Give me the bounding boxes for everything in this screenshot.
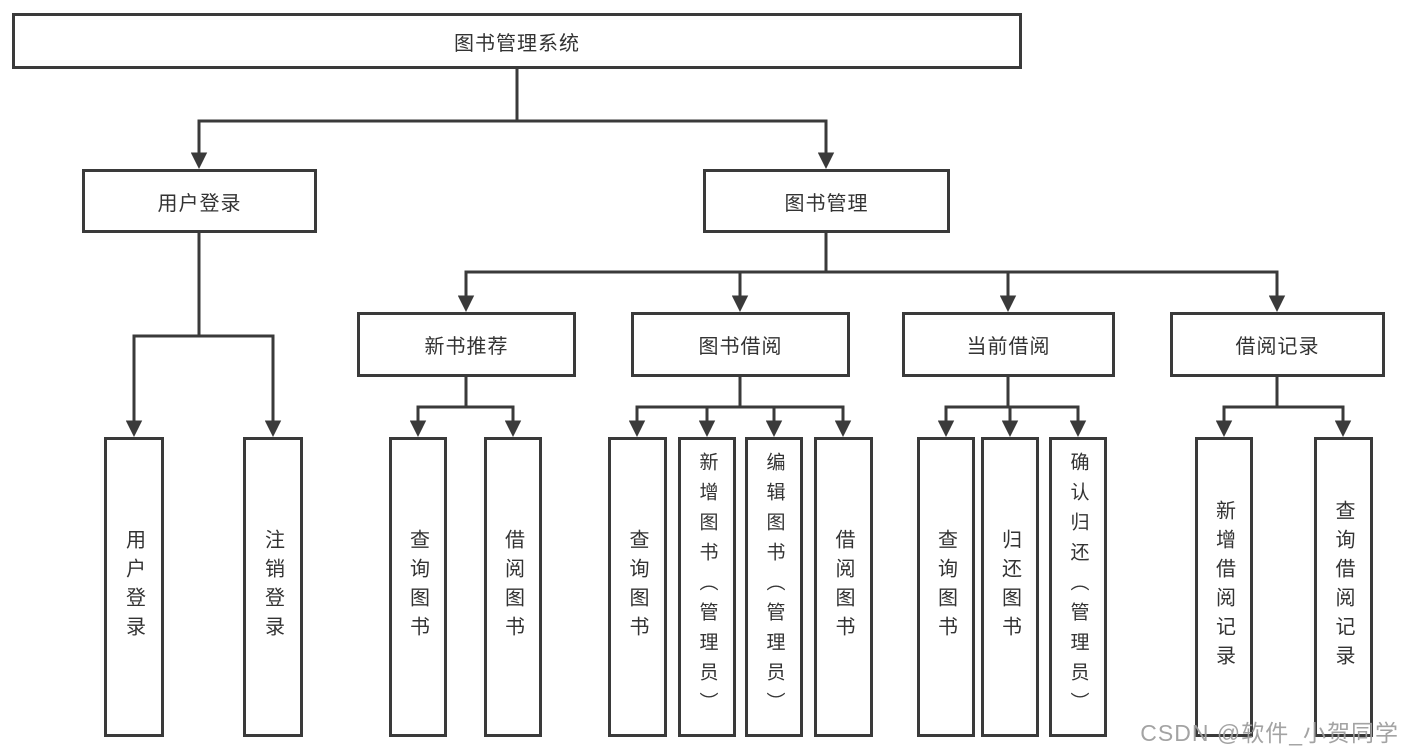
node-return-books: 归还图书 [981, 437, 1039, 737]
node-edit-books-admin: 编辑图书（管理员） [745, 437, 803, 737]
node-borrowing-records: 借阅记录 [1170, 312, 1385, 377]
node-add-books-admin: 新增图书（管理员） [678, 437, 736, 737]
node-query-books-borrow: 查询图书 [608, 437, 667, 737]
node-label: 编辑图书（管理员） [763, 452, 785, 722]
node-book-borrowing: 图书借阅 [631, 312, 850, 377]
node-label: 借阅记录 [1235, 336, 1320, 358]
node-label: 查询图书 [406, 529, 429, 645]
node-label: 图书借阅 [698, 336, 783, 358]
node-user-login-leaf: 用户登录 [104, 437, 164, 737]
node-library-management-system: 图书管理系统 [12, 13, 1022, 69]
node-label: 用户登录 [157, 192, 242, 215]
node-label: 新增图书（管理员） [696, 452, 718, 722]
node-query-books-current: 查询图书 [917, 437, 975, 737]
node-new-book-recommend: 新书推荐 [357, 312, 576, 377]
node-label: 图书管理系统 [454, 32, 580, 55]
node-label: 查询借阅记录 [1332, 500, 1354, 674]
node-confirm-return-admin: 确认归还（管理员） [1049, 437, 1107, 737]
node-label: 借阅图书 [832, 529, 854, 645]
node-label: 归还图书 [998, 529, 1021, 645]
node-borrow-books: 借阅图书 [814, 437, 873, 737]
node-logout: 注销登录 [243, 437, 303, 737]
node-add-borrow-record: 新增借阅记录 [1195, 437, 1253, 737]
node-borrow-books-recommend: 借阅图书 [484, 437, 542, 737]
node-book-management: 图书管理 [703, 169, 950, 233]
node-label: 新书推荐 [424, 336, 509, 358]
node-query-borrow-record: 查询借阅记录 [1314, 437, 1373, 737]
node-label: 当前借阅 [966, 336, 1051, 358]
node-label: 查询图书 [934, 529, 957, 645]
node-label: 确认归还（管理员） [1067, 452, 1089, 722]
node-current-borrowing: 当前借阅 [902, 312, 1115, 377]
node-user-login: 用户登录 [82, 169, 317, 233]
csdn-watermark: CSDN @软件_小贺同学 [1140, 720, 1399, 746]
node-label: 图书管理 [784, 192, 869, 215]
node-label: 借阅图书 [501, 529, 524, 645]
node-label: 新增借阅记录 [1212, 500, 1235, 674]
node-label: 用户登录 [122, 529, 145, 645]
node-label: 查询图书 [626, 529, 648, 645]
node-query-books-recommend: 查询图书 [389, 437, 447, 737]
node-label: 注销登录 [261, 529, 284, 645]
